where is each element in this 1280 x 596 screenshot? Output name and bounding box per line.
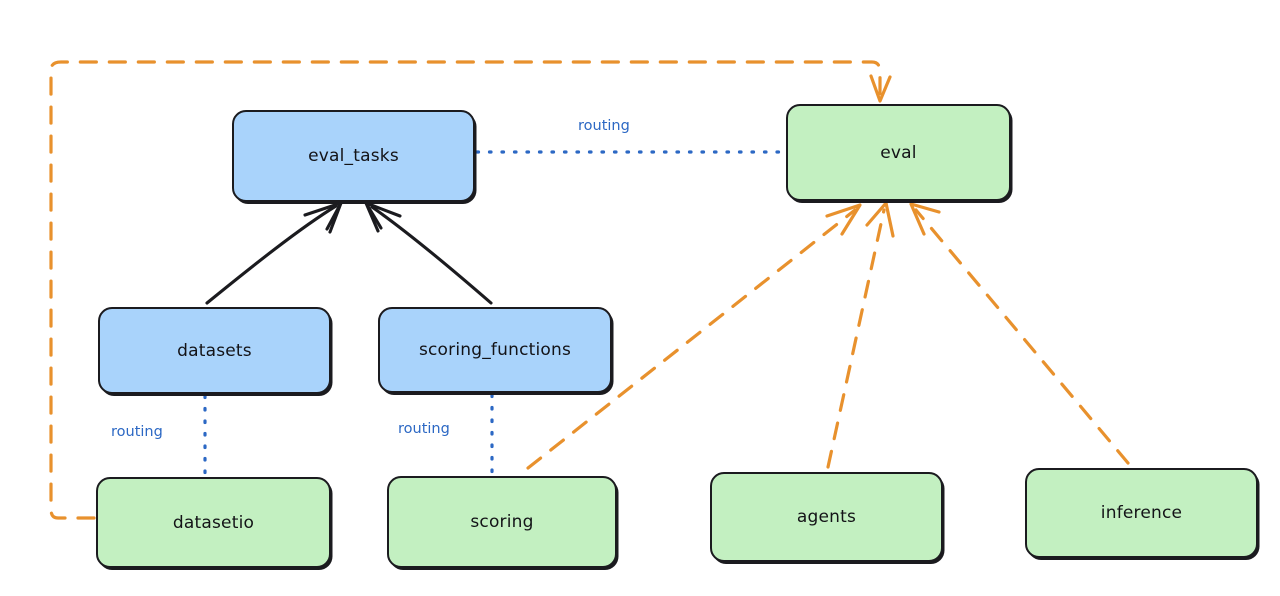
edge-label-routing-eval-tasks-eval: routing [578,118,630,134]
edge-datasetio-eval [49,60,892,520]
node-scoring-functions[interactable]: scoring_functions [378,307,612,393]
node-label: datasetio [172,512,255,533]
node-label: scoring_functions [418,340,572,360]
edge-agents-eval [826,201,895,469]
node-label: eval [880,142,917,163]
node-datasetio[interactable]: datasetio [96,477,331,568]
node-label: scoring [470,512,534,532]
edge-scoring-eval [526,203,862,470]
node-agents[interactable]: agents [710,472,943,562]
node-label: datasets [177,340,252,361]
node-scoring[interactable]: scoring [387,476,617,568]
edge-scoring_functions-eval_tasks [364,201,493,305]
node-eval[interactable]: eval [786,104,1011,201]
edge-inference-eval [909,202,1130,465]
node-eval-tasks[interactable]: eval_tasks [232,110,475,202]
node-label: eval_tasks [308,146,399,166]
node-label: agents [796,507,857,527]
node-datasets[interactable]: datasets [98,307,331,394]
edge-datasets-eval_tasks [205,201,343,305]
edge-label-routing-scoring-functions-scoring: routing [398,421,450,437]
node-inference[interactable]: inference [1025,468,1258,558]
node-label: inference [1100,503,1183,523]
edge-label-routing-datasets-datasetio: routing [111,424,163,440]
